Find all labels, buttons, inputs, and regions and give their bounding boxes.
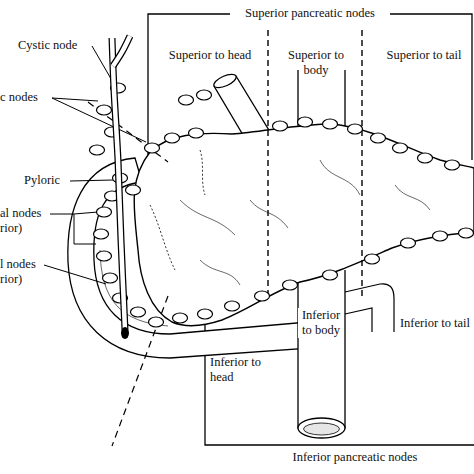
- lymph-node: [418, 153, 433, 163]
- bile-duct: [112, 38, 125, 330]
- aorta-lumen: [304, 423, 340, 435]
- lymph-node: [365, 254, 380, 264]
- region-label: Inferior pancreatic nodes: [260, 450, 450, 465]
- lymph-node: [90, 145, 105, 155]
- aorta-opening: [298, 418, 345, 438]
- lymph-node: [173, 313, 188, 323]
- region-label: Inferior to head: [210, 355, 264, 385]
- lymph-node: [97, 207, 112, 217]
- region-label: Superior pancreatic nodes: [230, 6, 390, 21]
- region-label: al nodes rior): [0, 206, 48, 236]
- mesenteric-vessel: [345, 284, 394, 332]
- vessel-opening: [212, 72, 238, 91]
- lymph-node: [445, 160, 460, 170]
- region-label: c nodes: [0, 90, 52, 105]
- lymph-node: [165, 133, 180, 143]
- region-label: Superior to head: [156, 48, 264, 63]
- region-label: Inferior to body: [298, 308, 344, 338]
- bile-duct-outline: [112, 38, 125, 330]
- region-divider: [268, 30, 362, 300]
- region-label: Pyloric: [24, 173, 74, 188]
- lymph-node: [97, 251, 112, 261]
- region-label: Cystic node: [18, 38, 98, 53]
- region-label: Superior to body: [280, 48, 352, 78]
- lymph-node: [283, 280, 298, 290]
- bile-duct-outline: [113, 36, 130, 66]
- lymph-node: [103, 273, 118, 283]
- lymph-node: [393, 143, 408, 153]
- lymph-node: [225, 301, 240, 311]
- lymph-node-group: [90, 83, 474, 327]
- lymph-node: [149, 317, 164, 327]
- aorta-lower: [298, 270, 345, 428]
- head-divider: [88, 102, 168, 446]
- leader-line: [44, 46, 146, 284]
- lymph-node: [97, 105, 112, 115]
- lymph-node: [179, 95, 194, 105]
- lymph-node: [348, 124, 363, 134]
- region-label: Inferior to tail: [396, 316, 474, 331]
- lymph-node: [126, 185, 141, 195]
- region-label: Superior to tail: [382, 48, 466, 63]
- head-dotted-line: [150, 150, 205, 270]
- ampulla: [121, 327, 129, 339]
- lymph-node: [197, 90, 212, 100]
- lymph-node: [433, 231, 448, 241]
- lymph-node: [323, 119, 338, 129]
- region-label: l nodes rior): [0, 257, 42, 287]
- pancreas: [134, 124, 474, 326]
- lymph-node: [323, 270, 338, 280]
- lymph-node: [273, 121, 288, 131]
- lymph-node: [371, 133, 386, 143]
- lymph-node: [298, 117, 313, 127]
- lymph-node: [401, 238, 416, 248]
- lymph-node: [131, 307, 146, 317]
- bile-duct: [113, 36, 130, 66]
- lymph-node: [189, 128, 204, 138]
- lymph-node: [459, 228, 474, 238]
- lymph-node: [255, 291, 270, 301]
- lymph-node: [94, 229, 109, 239]
- lymph-node: [198, 309, 213, 319]
- lymph-node: [145, 143, 160, 153]
- pancreas-vessels: [180, 160, 430, 285]
